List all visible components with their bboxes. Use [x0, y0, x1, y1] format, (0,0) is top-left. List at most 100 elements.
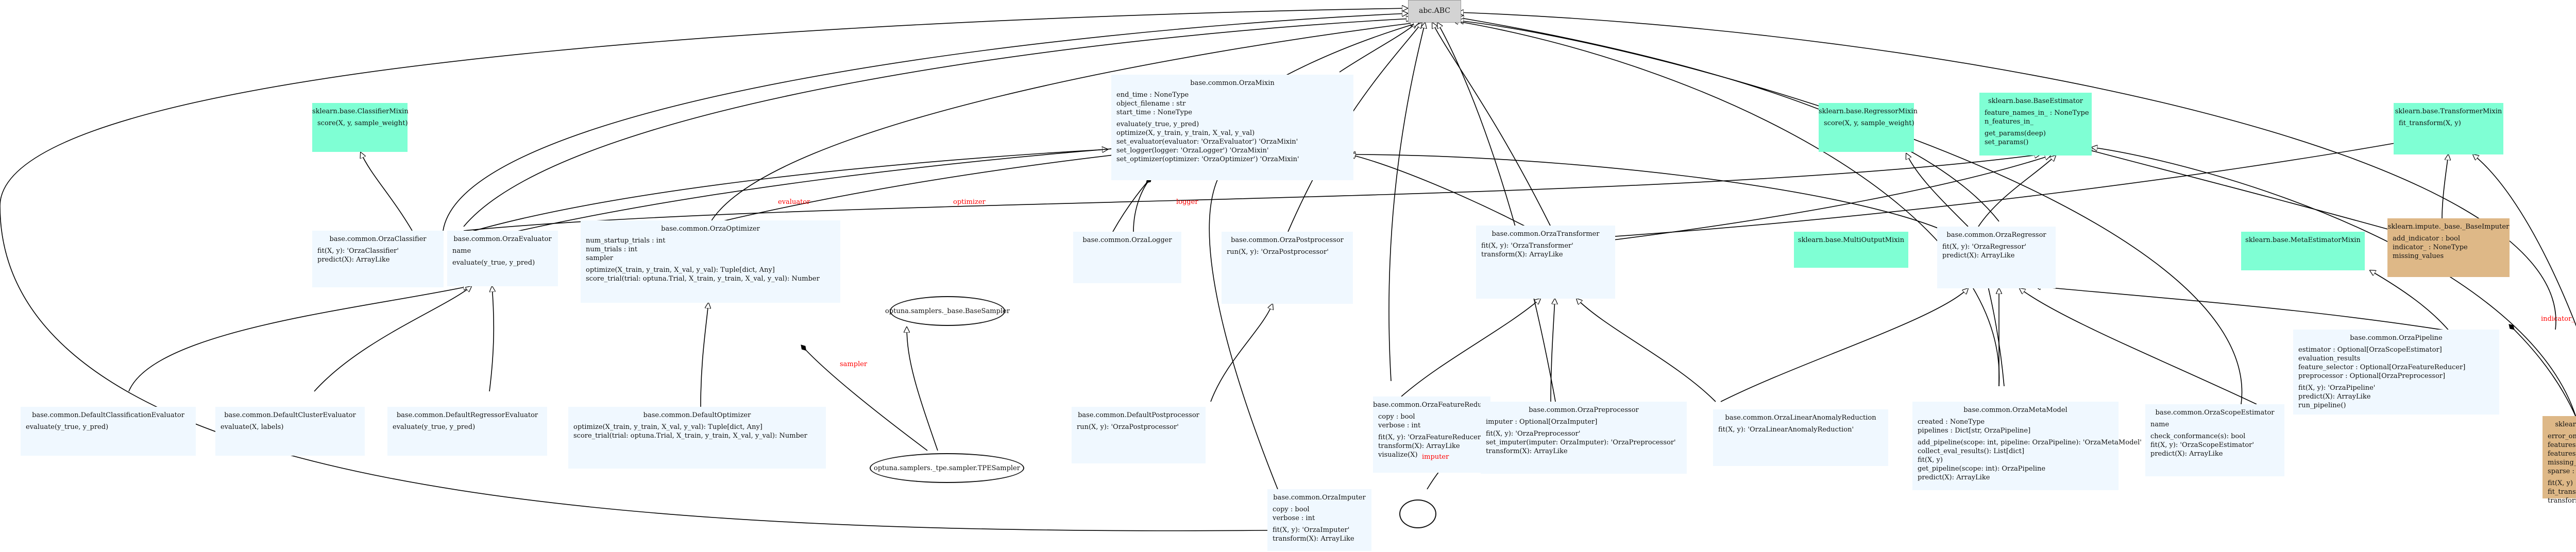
edge-featred-transformer — [1401, 299, 1540, 397]
edge-missind-baseest — [2092, 147, 2576, 418]
method-line: fit(X, y) — [2548, 479, 2573, 487]
class-title: base.common.OrzaMetaModel — [1963, 406, 2067, 414]
method-line: predict(X): ArrayLike — [1942, 252, 2015, 260]
class-methods: fit(X, y): 'OrzaLinearAnomalyReduction' — [1713, 425, 1888, 437]
edge-transformer-mixin — [1350, 154, 1546, 237]
edge-transformer-baseest — [1597, 156, 2050, 243]
attribute-line: missing_values — [2548, 459, 2576, 467]
class-title: base.common.OrzaRegressor — [1946, 231, 2046, 239]
method-line: transform(X): ArrayLike — [1378, 442, 1460, 450]
edge-defreg-evaluator — [489, 286, 494, 392]
edge-comp-sampler — [801, 344, 928, 451]
attribute-line: name — [452, 247, 471, 255]
class-attributes: name — [447, 247, 558, 258]
method-line: fit(X, y): 'OrzaScopeEstimator' — [2150, 441, 2254, 449]
method-line: predict(X): ArrayLike — [317, 256, 390, 264]
ellipse-tpe-sampler: optuna.samplers._tpe.sampler.TPESampler — [870, 453, 1024, 483]
class-attributes: imputer : Optional[OrzaImputer] — [1481, 418, 1687, 429]
class-title: base.common.OrzaOptimizer — [661, 225, 760, 233]
class-title: base.common.OrzaImputer — [1273, 494, 1366, 502]
edge-defopt-optimizer — [700, 303, 708, 407]
class-methods: run(X, y): 'OrzaPostprocessor' — [1072, 423, 1206, 435]
method-line: transform(X): ArrayLike — [1273, 535, 1354, 543]
attribute-line: missing_values — [2393, 252, 2444, 260]
attribute-line: sparse : str — [2548, 468, 2576, 475]
class-node-orza-logger: base.common.OrzaLogger — [1073, 232, 1181, 283]
class-methods: add_pipeline(scope: int, pipeline: OrzaP… — [1912, 438, 2142, 485]
class-methods: evaluate(y_true, y_pred)optimize(X, y_tr… — [1111, 120, 1353, 167]
class-title: base.common.OrzaPipeline — [2350, 334, 2443, 342]
method-line: get_params(deep) — [1985, 130, 2046, 137]
edge-comp-evaluator — [515, 146, 1118, 232]
class-methods: fit(X, y): 'OrzaPipeline'predict(X): Arr… — [2293, 384, 2499, 413]
method-line: transform(X) — [2548, 497, 2576, 505]
attribute-line: features_ — [2548, 450, 2576, 458]
method-line: fit_transform(X, y) — [2399, 119, 2461, 127]
class-title: base.common.OrzaMixin — [1190, 79, 1275, 87]
edge-classifier-abc — [443, 13, 1408, 231]
method-line: optimize(X, y_train, y_train, X_val, y_v… — [1116, 129, 1255, 137]
class-title: base.common.DefaultPostprocessor — [1078, 411, 1199, 419]
method-line: set_evaluator(evaluator: 'OrzaEvaluator'… — [1116, 138, 1298, 146]
edge-missind-transmixin — [2473, 154, 2576, 327]
class-title: base.common.DefaultRegressorEvaluator — [396, 411, 538, 419]
method-line: fit(X, y): 'OrzaTransformer' — [1481, 242, 1573, 250]
class-node-default-regressor-evaluator: base.common.DefaultRegressorEvaluator eva… — [387, 407, 547, 456]
method-line: predict(X): ArrayLike — [2150, 450, 2223, 458]
edge-linanom-transformer — [1577, 299, 1716, 402]
attribute-line: add_indicator : bool — [2393, 235, 2460, 243]
method-line: score(X, y, sample_weight) — [1824, 119, 1914, 127]
method-line: set_logger(logger: 'OrzaLogger') 'OrzaMi… — [1116, 147, 1269, 154]
attribute-line: object_filename : str — [1116, 100, 1186, 108]
class-methods: get_params(deep)set_params() — [1979, 129, 2092, 150]
edge-tpe-basesampler — [907, 327, 938, 451]
method-line: transform(X): ArrayLike — [1486, 447, 1568, 455]
edge-transformer-transmixin — [1607, 142, 2401, 237]
class-title: base.common.DefaultClusterEvaluator — [224, 411, 356, 419]
attribute-line: copy : bool — [1378, 413, 1415, 421]
class-methods: evaluate(y_true, y_pred) — [387, 423, 547, 435]
attribute-line: estimator : Optional[OrzaScopeEstimator] — [2298, 346, 2442, 354]
abc-class-node: abc.ABC — [1408, 0, 1461, 23]
method-line: evaluate(y_true, y_pred) — [452, 259, 535, 267]
edge-regressor-baseest — [1978, 156, 2056, 227]
class-title: base.common.DefaultClassificationEvaluat… — [32, 411, 184, 419]
method-line: evaluate(y_true, y_pred) — [1116, 120, 1199, 128]
method-line: score(X, y, sample_weight) — [317, 119, 408, 127]
attribute-line: start_time : NoneType — [1116, 109, 1192, 116]
attribute-line: n_features_in_ — [1985, 118, 2033, 126]
class-title: sklearn.base.ClassifierMixin — [312, 108, 409, 115]
edge-classifier-mixin — [453, 149, 1108, 237]
class-title: base.common.OrzaEvaluator — [453, 235, 552, 243]
class-methods: fit(X, y): 'OrzaFeatureReducer'transform… — [1373, 433, 1490, 462]
edge-comp-logger — [1133, 177, 1152, 232]
method-line: evaluate(y_true, y_pred) — [26, 423, 109, 431]
edge-scope-regressor — [2020, 288, 2257, 405]
method-line: add_pipeline(scope: int, pipeline: OrzaP… — [1918, 439, 2142, 446]
class-title: sklearn.base.MultiOutputMixin — [1798, 236, 1905, 244]
class-title: base.common.OrzaLinearAnomalyReduction — [1725, 414, 1876, 422]
class-title: base.common.OrzaFeatureReducer — [1373, 401, 1493, 409]
class-methods: optimize(X_train, y_train, X_val, y_val)… — [581, 266, 840, 286]
attribute-line: verbose : int — [1378, 422, 1421, 429]
method-line: evaluate(X, labels) — [221, 423, 284, 431]
class-node-metaestimator-mixin: sklearn.base.MetaEstimatorMixin — [2241, 232, 2365, 270]
attribute-line: feature_names_in_ : NoneType — [1985, 109, 2089, 117]
edge-label-indicator: indicator_ — [2541, 315, 2575, 323]
method-line: fit(X, y) — [1918, 456, 1943, 464]
edge-comp-optimizer — [721, 152, 1118, 222]
method-line: evaluate(y_true, y_pred) — [393, 423, 476, 431]
edge-classifier-baseest — [463, 154, 2040, 231]
edge-imputer-abc — [0, 8, 1408, 531]
edge-baseimputer-baseest — [2087, 149, 2401, 233]
attribute-line: preprocessor : Optional[OrzaPreprocessor… — [2298, 372, 2446, 380]
